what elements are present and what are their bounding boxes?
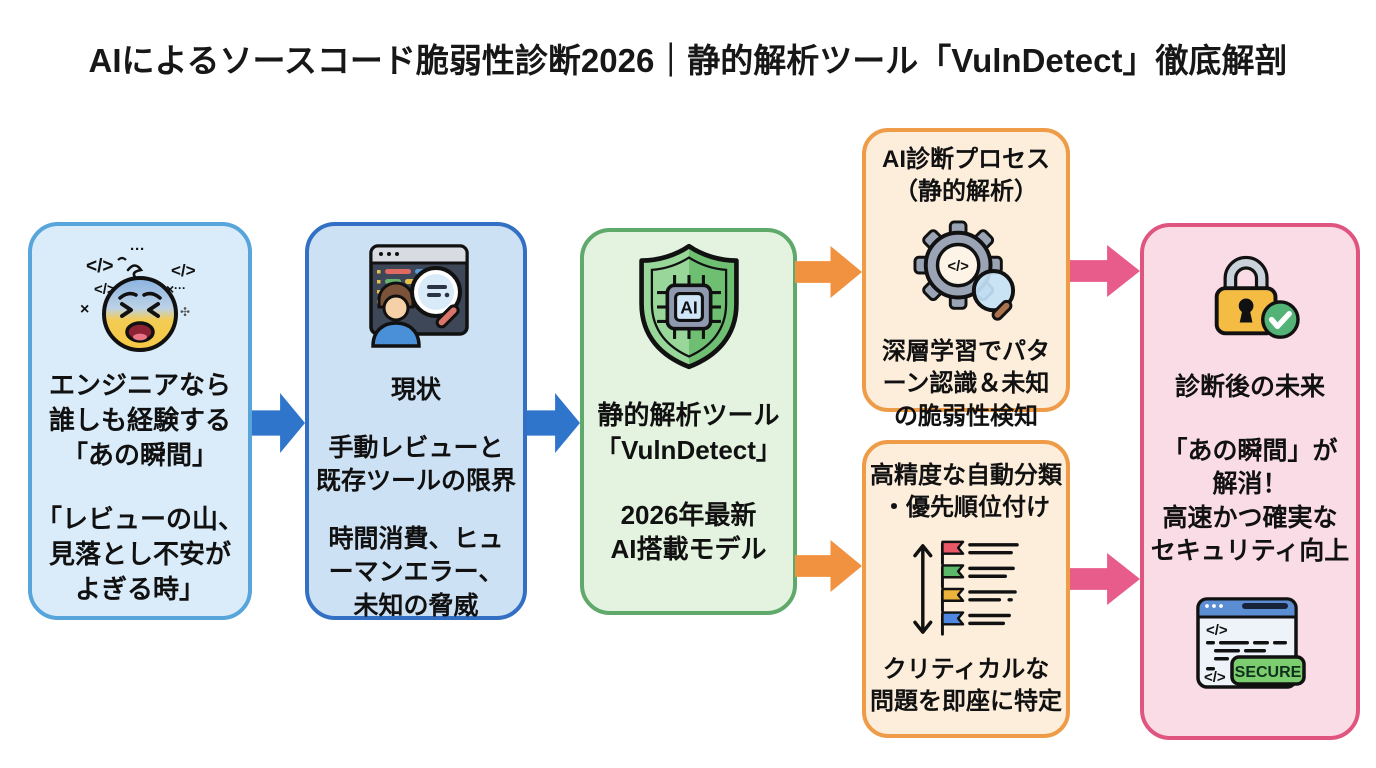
secure-lock-icon bbox=[1190, 249, 1310, 347]
flow-arrow-right-1 bbox=[252, 393, 305, 453]
future-text: 「あの瞬間」が 解消！ 高速かつ確実な セキュリティ向上 bbox=[1150, 436, 1350, 566]
flow-arrow-right-2 bbox=[527, 393, 580, 453]
stage-box-future: 診断後の未来 「あの瞬間」が 解消！ 高速かつ確実な セキュリティ向上 </> … bbox=[1140, 223, 1360, 740]
stage-box-problem: </> ··· </> </> × × ··· ✣ bbox=[28, 222, 252, 620]
svg-text:</>: </> bbox=[86, 256, 113, 277]
flow-arrow-to-future-bottom bbox=[1070, 553, 1140, 605]
future-title: 診断後の未来 bbox=[1174, 373, 1325, 401]
tool-model-text: 2026年最新 AI搭載モデル bbox=[610, 499, 767, 565]
current-text-primary: 手動レビューと 既存ツールの限界 bbox=[315, 433, 516, 496]
ai-shield-icon: AI bbox=[628, 240, 750, 374]
tool-name-text: 静的解析ツール 「VulnDetect」 bbox=[595, 400, 782, 465]
svg-text:</>: </> bbox=[1204, 669, 1226, 686]
svg-text:AI: AI bbox=[680, 298, 698, 318]
process-box-triage: 高精度な自動分類 ・優先順位付け bbox=[862, 440, 1070, 738]
problem-text-primary: エンジニアなら 誰しも経験する 「あの瞬間」 bbox=[48, 370, 231, 470]
svg-text:···: ··· bbox=[130, 241, 145, 258]
triage-title: 高精度な自動分類 ・優先順位付け bbox=[870, 462, 1062, 522]
problem-text-secondary: 「レビューの山、 見落とし不安が よぎる時」 bbox=[35, 504, 244, 605]
stage-box-current: 現状 手動レビューと 既存ツールの限界 時間消費、ヒュ ーマンエラー、 未知の脅… bbox=[305, 222, 527, 620]
process-box-analysis: AI診断プロセス （静的解析） bbox=[862, 128, 1070, 430]
svg-text:</>: </> bbox=[1206, 622, 1228, 639]
flow-arrow-to-analysis bbox=[795, 246, 862, 298]
svg-text:</>: </> bbox=[171, 261, 196, 280]
stressed-developer-icon: </> ··· </> </> × × ··· ✣ bbox=[72, 240, 208, 356]
flow-arrow-to-future-top bbox=[1070, 245, 1140, 297]
gear-code-magnifier-icon: </> bbox=[907, 220, 1025, 324]
stage-box-tool: AI 静的解析ツール 「VulnDetect」 2026年最新 AI搭載モデル bbox=[580, 228, 797, 615]
analysis-title: AI診断プロセス （静的解析） bbox=[882, 146, 1050, 206]
secure-code-window-icon: </> </> SECURE bbox=[1184, 593, 1316, 697]
page-title: AIによるソースコード脆弱性診断2026｜静的解析ツール「VulnDetect」… bbox=[88, 42, 1288, 79]
svg-text:SECURE: SECURE bbox=[1235, 664, 1302, 681]
priority-flags-icon bbox=[907, 536, 1025, 642]
svg-text:···: ··· bbox=[174, 281, 186, 295]
svg-text:×: × bbox=[80, 301, 89, 318]
flow-arrow-to-triage bbox=[795, 540, 862, 592]
current-title: 現状 bbox=[390, 376, 441, 404]
svg-text:×: × bbox=[166, 281, 174, 297]
analysis-text: 深層学習でパタ ーン認識＆未知 の脆弱性検知 bbox=[882, 338, 1050, 430]
current-text-secondary: 時間消費、ヒュ ーマンエラー、 未知の脅威 bbox=[328, 524, 504, 620]
code-review-icon bbox=[351, 242, 481, 350]
triage-text: クリティカルな 問題を即座に特定 bbox=[870, 656, 1062, 716]
svg-text:</>: </> bbox=[948, 259, 969, 275]
svg-text:✣: ✣ bbox=[180, 305, 190, 319]
